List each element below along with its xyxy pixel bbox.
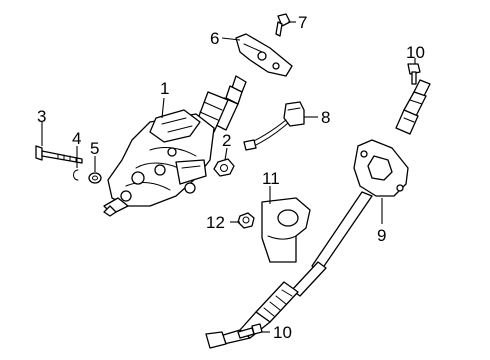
- callout-10-upper: 10: [406, 43, 425, 62]
- callout-6: 6: [210, 29, 219, 48]
- callout-7: 7: [298, 13, 307, 32]
- bracket-part-6: [235, 33, 293, 77]
- nut-part-12: [237, 212, 255, 229]
- boot-cover-part-11: [261, 197, 311, 263]
- callout-12: 12: [206, 213, 225, 232]
- callout-9: 9: [377, 226, 386, 245]
- callout-2: 2: [222, 131, 231, 150]
- steering-column-assembly: [103, 75, 247, 217]
- bolt-part-3: [35, 145, 83, 164]
- intermediate-shaft-part-9: [205, 79, 431, 349]
- bolt-part-10-lower: [237, 323, 263, 339]
- callout-labels: 1 2 3 4 5 6 7 8 9 10 10 11 12: [37, 13, 425, 342]
- sensor-part-8: [243, 101, 305, 151]
- callout-10-lower: 10: [273, 323, 292, 342]
- callout-5: 5: [90, 139, 99, 158]
- callout-3: 3: [37, 107, 46, 126]
- bolt-part-10-upper: [407, 63, 421, 85]
- washer-part-5: [88, 172, 102, 184]
- bolt-part-7: [275, 13, 291, 37]
- nut-part-2: [213, 158, 235, 177]
- clip-part-4: [73, 169, 79, 181]
- leader-lines: [41, 21, 416, 333]
- callout-4: 4: [72, 129, 81, 148]
- callout-8: 8: [321, 108, 330, 127]
- callout-11: 11: [262, 169, 280, 188]
- callout-1: 1: [160, 79, 169, 98]
